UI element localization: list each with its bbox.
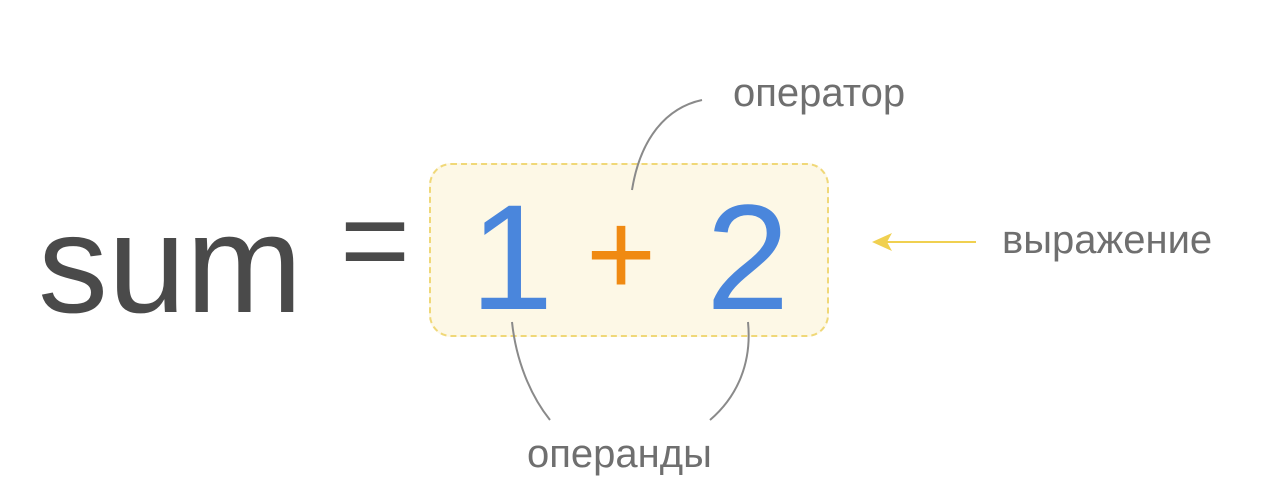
operator-label: оператор — [733, 71, 906, 115]
assignment-sign: = — [340, 173, 411, 307]
right-operand: 2 — [706, 173, 790, 341]
expression-box — [429, 163, 829, 337]
operands-label: операнды — [527, 432, 712, 476]
operator-connector — [631, 99, 703, 191]
left-operand-connector — [511, 321, 551, 421]
left-operand: 1 — [470, 173, 554, 341]
expression-arrow-head — [872, 233, 892, 251]
expression-label: выражение — [1002, 218, 1213, 262]
variable-name: sum — [38, 185, 303, 342]
right-operand-connector — [709, 321, 750, 421]
operator-sign: + — [586, 187, 657, 321]
